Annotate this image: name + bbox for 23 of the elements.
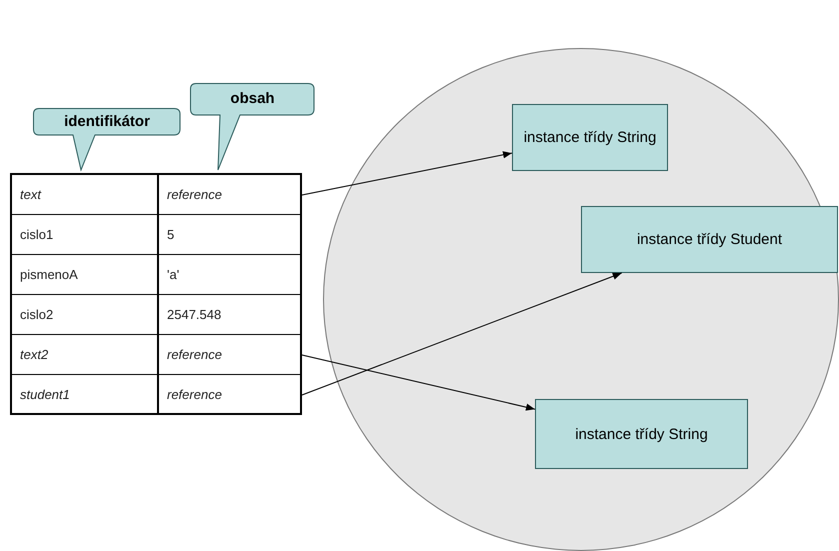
- arrow: [302, 272, 622, 396]
- speech-bubble: [33, 108, 181, 171]
- value-cell: 2547.548: [159, 295, 300, 335]
- variable-name-cell: cislo1: [12, 215, 159, 255]
- variable-name-cell: text2: [12, 335, 159, 375]
- table-frame: [10, 173, 302, 415]
- class-instance-box: instance třídy Student: [581, 206, 838, 273]
- callout-text: identifikátor: [63, 112, 151, 130]
- value-cell: reference: [159, 175, 300, 215]
- variable-name-cell: pismenoA: [12, 255, 159, 295]
- value-cell: 5: [159, 215, 300, 255]
- value-cell: reference: [159, 335, 300, 375]
- value-cell: reference: [159, 375, 300, 415]
- variable-name-cell: student1: [12, 375, 159, 415]
- class-instance-box: instance třídy String: [512, 104, 668, 171]
- arrow: [302, 354, 536, 411]
- callout-text: obsah: [229, 90, 276, 107]
- speech-bubble: [190, 83, 315, 171]
- arrow: [302, 151, 512, 196]
- variable-name-cell: cislo2: [12, 295, 159, 335]
- value-cell: 'a': [159, 255, 300, 295]
- variable-name-cell: text: [12, 175, 159, 215]
- class-instance-box: instance třídy String: [535, 399, 748, 469]
